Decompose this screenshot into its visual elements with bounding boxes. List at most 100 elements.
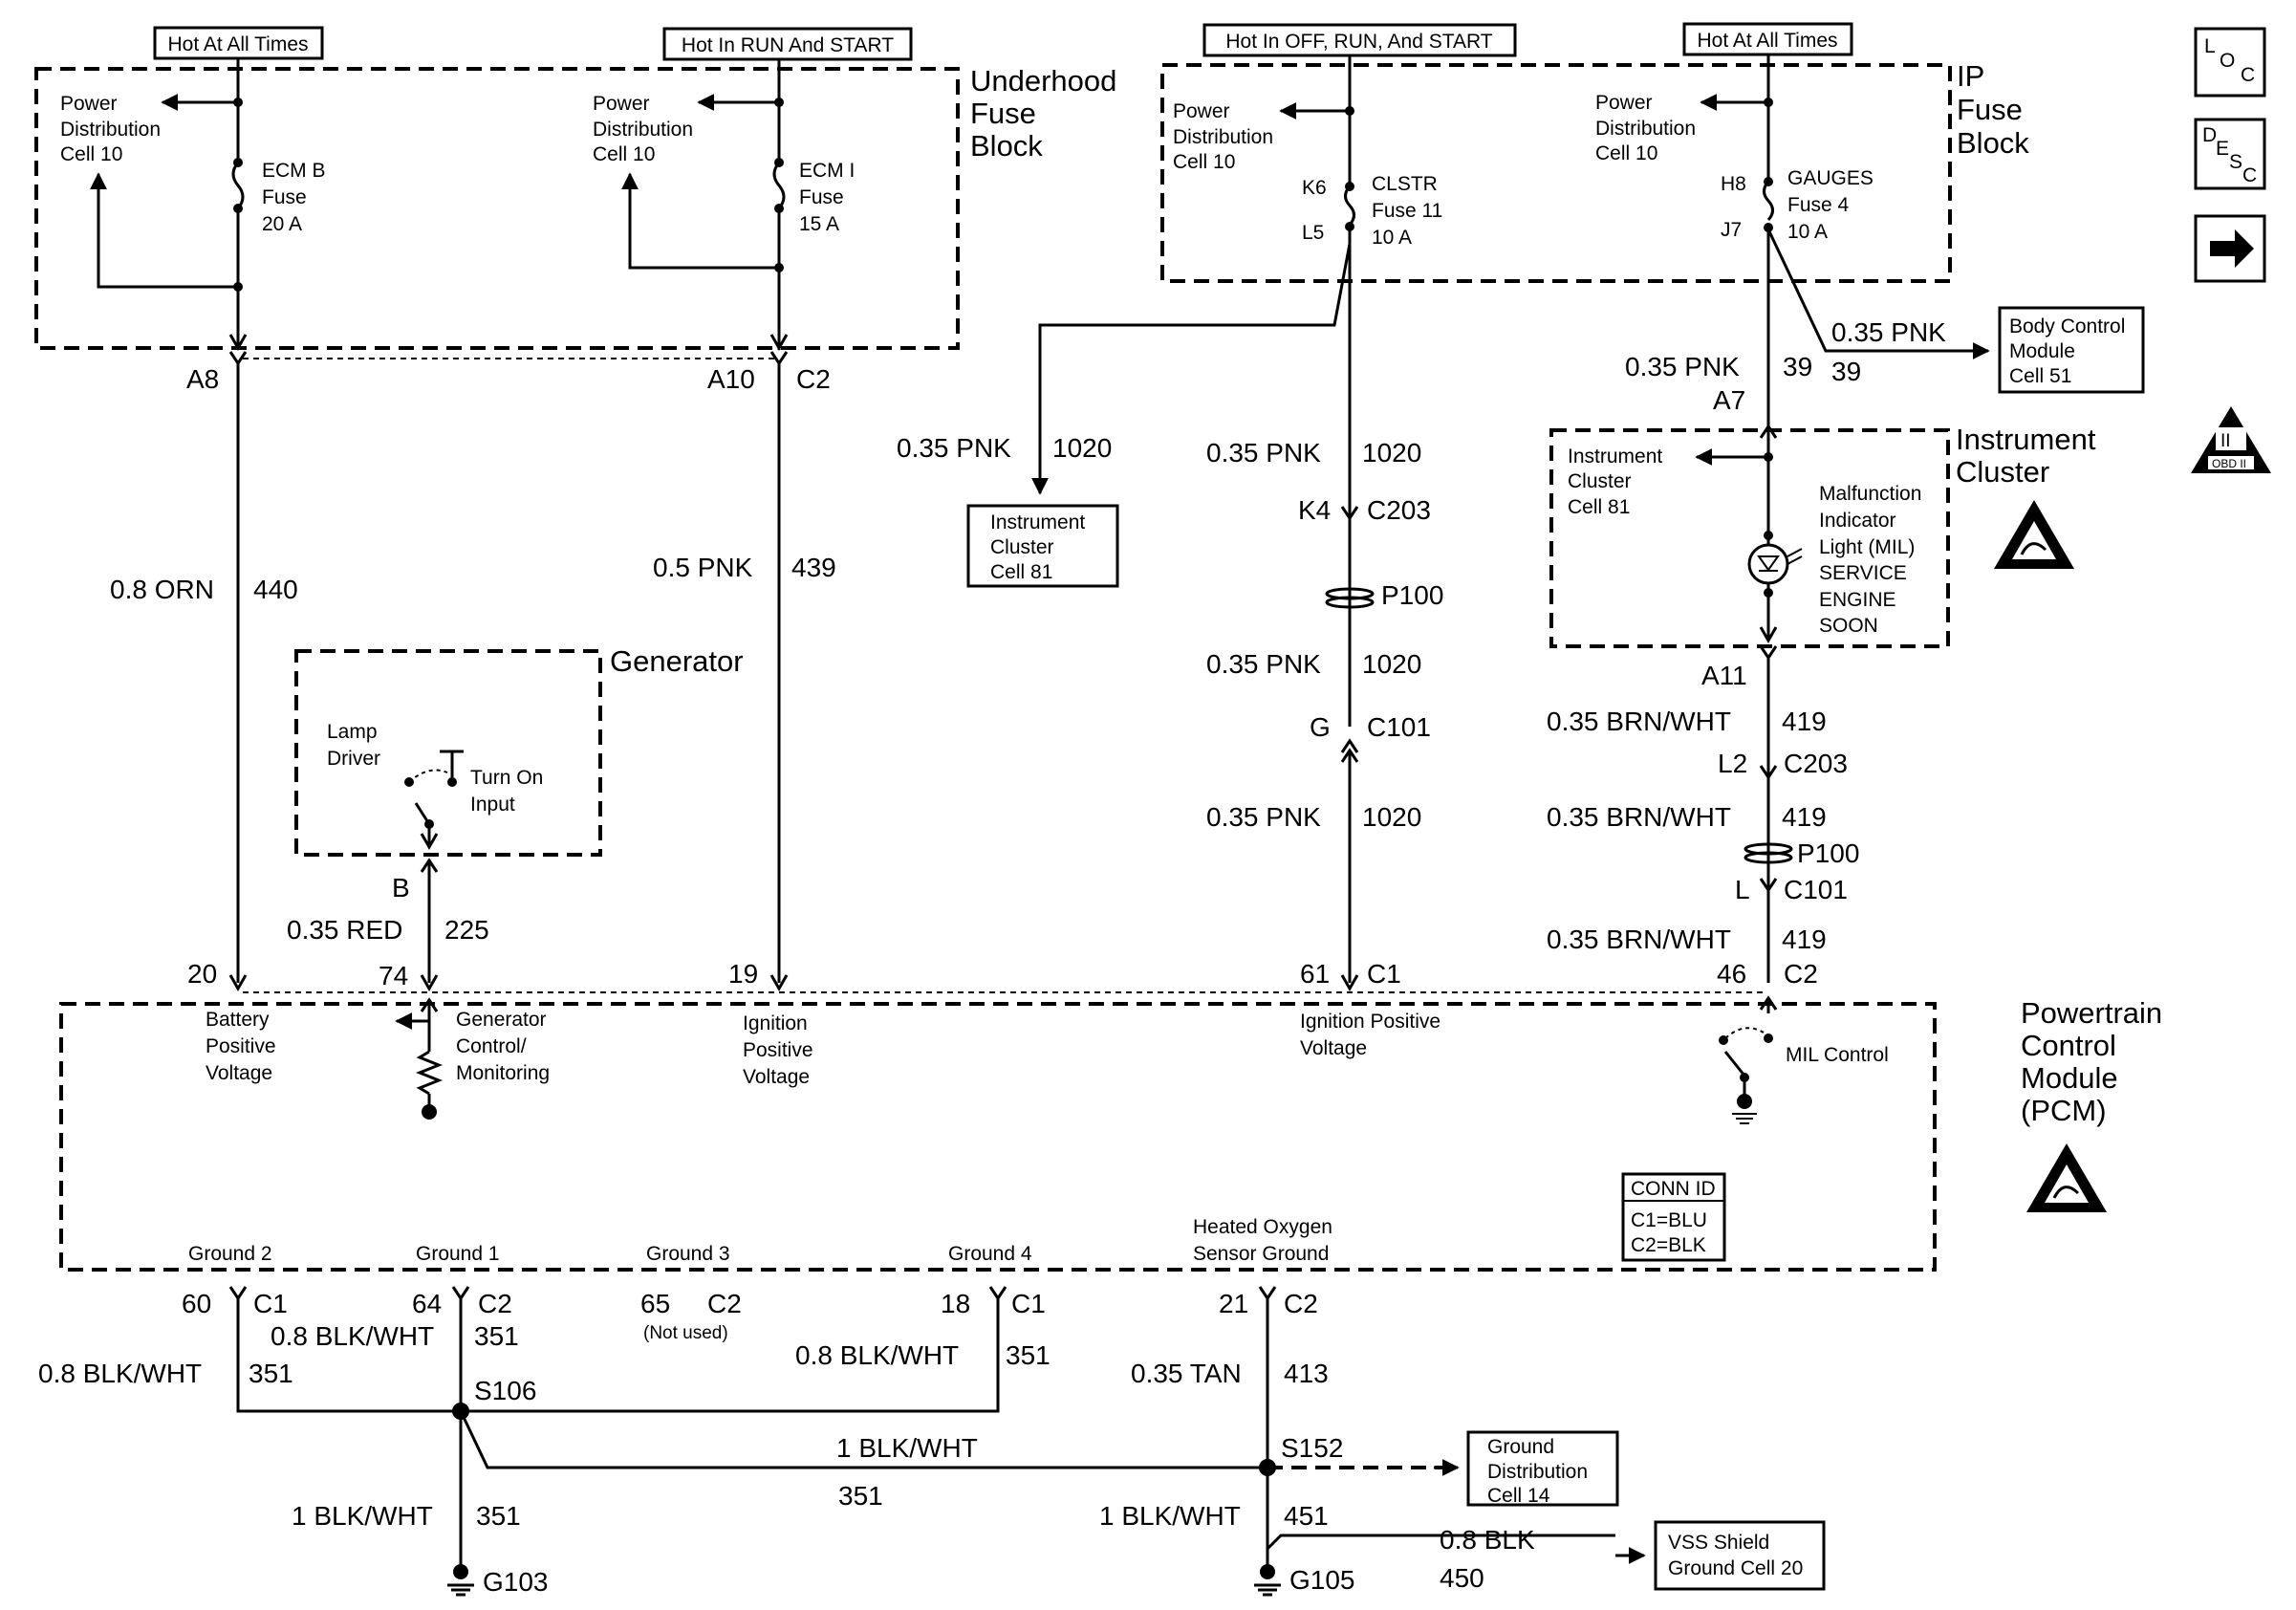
svg-text:Fuse: Fuse bbox=[799, 186, 844, 208]
svg-text:Cell 14: Cell 14 bbox=[1487, 1485, 1550, 1507]
svg-text:0.35 BRN/WHT: 0.35 BRN/WHT bbox=[1547, 925, 1731, 954]
svg-text:0.35 PNK: 0.35 PNK bbox=[1206, 649, 1321, 679]
header-hot-run-start: Hot In RUN And START bbox=[662, 27, 913, 61]
svg-text:G105: G105 bbox=[1289, 1565, 1355, 1595]
svg-text:0.35 PNK: 0.35 PNK bbox=[1206, 802, 1321, 832]
ignition-positive-2-label: Ignition Positive Voltage bbox=[1300, 1011, 1440, 1059]
ignition-positive-label: Ignition Positive Voltage bbox=[743, 1012, 813, 1088]
svg-text:OBD II: OBD II bbox=[2212, 457, 2246, 470]
svg-text:Positive: Positive bbox=[206, 1035, 276, 1057]
pcm-outline bbox=[59, 1002, 1937, 1272]
turn-on-input-label: Turn On Input bbox=[470, 767, 543, 816]
ground-distribution-ref[interactable]: Ground Distribution Cell 14 bbox=[1466, 1430, 1619, 1507]
svg-text:L: L bbox=[2204, 35, 2216, 57]
svg-text:Ignition: Ignition bbox=[743, 1012, 808, 1034]
svg-text:Distribution: Distribution bbox=[593, 119, 693, 141]
svg-text:G: G bbox=[1310, 712, 1331, 742]
svg-text:0.8 BLK/WHT: 0.8 BLK/WHT bbox=[795, 1340, 959, 1370]
svg-text:1020: 1020 bbox=[1362, 802, 1421, 832]
svg-text:Ground: Ground bbox=[1487, 1436, 1554, 1458]
mil-label: Malfunction Indicator Light (MIL) SERVIC… bbox=[1819, 483, 1921, 637]
svg-text:Power: Power bbox=[1173, 100, 1230, 122]
svg-text:L2: L2 bbox=[1718, 749, 1747, 778]
svg-text:CLSTR: CLSTR bbox=[1372, 173, 1438, 195]
svg-text:Turn On: Turn On bbox=[470, 767, 543, 789]
svg-text:S: S bbox=[2229, 151, 2242, 173]
svg-text:Distribution: Distribution bbox=[1487, 1461, 1588, 1483]
svg-text:Cell 10: Cell 10 bbox=[60, 143, 122, 165]
svg-text:ECM B: ECM B bbox=[262, 160, 326, 182]
header-hot-gauges: Hot At All Times bbox=[1682, 22, 1853, 56]
instrument-cluster-title: Instrument Cluster bbox=[1956, 423, 2096, 489]
svg-text:74: 74 bbox=[379, 961, 408, 990]
svg-text:351: 351 bbox=[1006, 1340, 1051, 1370]
svg-text:A11: A11 bbox=[1701, 661, 1747, 690]
svg-text:C2: C2 bbox=[796, 364, 831, 394]
svg-text:20 A: 20 A bbox=[262, 213, 302, 235]
body-control-module-ref[interactable]: Body Control Module Cell 51 bbox=[1998, 306, 2145, 394]
right-arrow-icon[interactable] bbox=[2194, 214, 2266, 283]
svg-text:C1=BLU: C1=BLU bbox=[1631, 1209, 1707, 1231]
fuse-ecmb-label: ECM B Fuse 20 A bbox=[262, 160, 326, 235]
svg-text:ECM I: ECM I bbox=[799, 160, 855, 182]
svg-text:Cell 10: Cell 10 bbox=[1595, 142, 1657, 164]
svg-text:C2: C2 bbox=[1784, 959, 1818, 989]
svg-text:Body Control: Body Control bbox=[2009, 315, 2125, 337]
svg-text:225: 225 bbox=[444, 915, 489, 945]
svg-text:D: D bbox=[2202, 124, 2217, 146]
fuse-ecmb-icon bbox=[231, 162, 245, 209]
svg-text:Ignition Positive: Ignition Positive bbox=[1300, 1011, 1440, 1033]
esd-warning-2-icon bbox=[2026, 1143, 2107, 1212]
svg-text:Indicator: Indicator bbox=[1819, 510, 1896, 532]
svg-text:L5: L5 bbox=[1302, 222, 1324, 244]
loc-icon[interactable]: L O C bbox=[2194, 27, 2266, 98]
desc-icon[interactable]: D E S C bbox=[2194, 118, 2266, 190]
vss-shield-ground-ref[interactable]: VSS Shield Ground Cell 20 bbox=[1654, 1520, 1826, 1591]
svg-text:Distribution: Distribution bbox=[1173, 126, 1273, 148]
svg-text:1020: 1020 bbox=[1052, 433, 1112, 463]
svg-text:Instrument: Instrument bbox=[1956, 423, 2096, 456]
svg-text:0.8 BLK: 0.8 BLK bbox=[1440, 1525, 1535, 1555]
svg-text:60: 60 bbox=[182, 1289, 211, 1318]
svg-text:18: 18 bbox=[941, 1289, 970, 1318]
ip-fuse-block-outline bbox=[1160, 63, 1952, 283]
svg-text:H8: H8 bbox=[1721, 173, 1746, 195]
svg-text:J7: J7 bbox=[1721, 219, 1742, 241]
svg-text:Voltage: Voltage bbox=[743, 1066, 810, 1088]
svg-text:IP: IP bbox=[1957, 59, 1984, 93]
underhood-fuse-block-title: Underhood Fuse Block bbox=[970, 64, 1116, 163]
svg-text:Ground Cell 20: Ground Cell 20 bbox=[1668, 1557, 1803, 1579]
svg-text:Light (MIL): Light (MIL) bbox=[1819, 536, 1915, 558]
conn-id-box: CONN ID C1=BLU C2=BLK bbox=[1621, 1172, 1726, 1262]
svg-text:0.35 PNK: 0.35 PNK bbox=[1206, 438, 1321, 468]
svg-text:C2: C2 bbox=[478, 1289, 512, 1318]
ground4-label: Ground 4 bbox=[948, 1243, 1032, 1265]
ground-g105-icon bbox=[1254, 1564, 1281, 1597]
power-dist-label-4: Power Distribution Cell 10 bbox=[1595, 92, 1696, 164]
instrument-cluster-ref[interactable]: Instrument Cluster Cell 81 bbox=[966, 504, 1119, 588]
svg-text:K4: K4 bbox=[1298, 495, 1331, 525]
svg-text:Fuse: Fuse bbox=[262, 186, 307, 208]
svg-text:64: 64 bbox=[412, 1289, 442, 1318]
svg-text:46: 46 bbox=[1717, 959, 1746, 989]
svg-text:1020: 1020 bbox=[1362, 649, 1421, 679]
svg-text:351: 351 bbox=[474, 1321, 519, 1351]
svg-text:439: 439 bbox=[791, 553, 836, 582]
svg-text:GAUGES: GAUGES bbox=[1787, 167, 1874, 189]
svg-text:Instrument: Instrument bbox=[1568, 446, 1662, 468]
splice-s152-label: S152 bbox=[1281, 1433, 1343, 1463]
svg-text:CONN ID: CONN ID bbox=[1631, 1178, 1716, 1200]
svg-text:0.35 BRN/WHT: 0.35 BRN/WHT bbox=[1547, 707, 1731, 736]
svg-text:19: 19 bbox=[728, 959, 758, 989]
svg-text:Block: Block bbox=[970, 129, 1043, 163]
fuse-gauges-label: GAUGES Fuse 4 10 A bbox=[1787, 167, 1874, 243]
svg-text:C: C bbox=[2242, 164, 2257, 186]
svg-text:Fuse 4: Fuse 4 bbox=[1787, 194, 1850, 216]
svg-text:Monitoring: Monitoring bbox=[456, 1062, 550, 1084]
svg-text:K6: K6 bbox=[1302, 177, 1327, 199]
svg-text:0.35 RED: 0.35 RED bbox=[287, 915, 402, 945]
svg-text:61: 61 bbox=[1300, 959, 1330, 989]
fuse-clstr-label: CLSTR Fuse 11 10 A bbox=[1372, 173, 1442, 249]
svg-text:C2: C2 bbox=[1284, 1289, 1318, 1318]
